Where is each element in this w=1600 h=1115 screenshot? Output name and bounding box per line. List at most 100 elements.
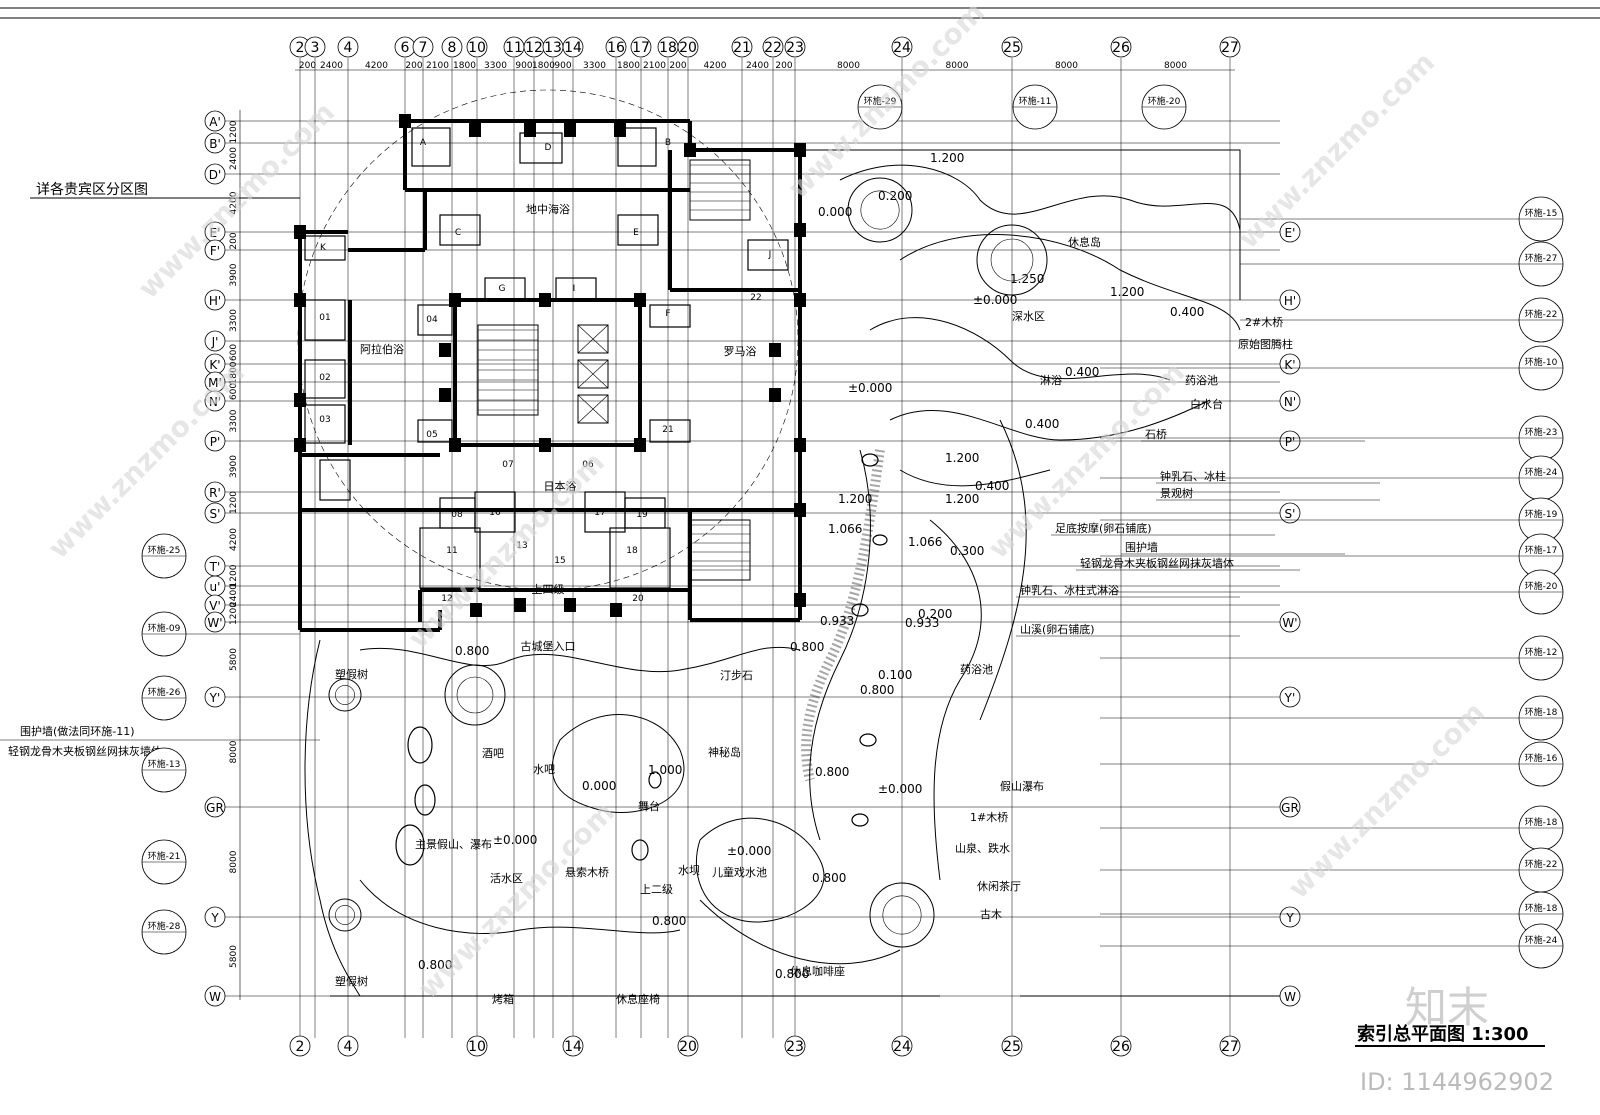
landscape-label: 石桥 (1145, 428, 1167, 441)
landscape-label: 足底按摩(卵石铺底) (1055, 521, 1152, 535)
row-axis-label-right: N' (1284, 395, 1296, 409)
room-number: 06 (582, 460, 594, 470)
dimension-label: 3300 (229, 409, 239, 432)
column-axis-label: 24 (893, 40, 911, 56)
elevation-mark: 1.200 (1110, 285, 1144, 299)
index-tag: 环施-19 (1525, 508, 1558, 520)
row-axis-label: K' (209, 358, 220, 372)
column-axis-label: 13 (544, 40, 562, 56)
column-axis-label: 17 (632, 40, 650, 56)
landscape-label: 淋浴 (1040, 374, 1062, 387)
index-tag: 环施-11 (1019, 95, 1052, 107)
row-axis-label: H' (209, 294, 221, 308)
elevation-mark: 0.000 (818, 205, 852, 219)
row-axis-label: Y (210, 911, 219, 925)
elevation-mark: 1.066 (908, 535, 942, 549)
column-axis-label: 7 (419, 40, 428, 56)
row-axis-label-right: S' (1285, 507, 1296, 521)
column-axis-bubble (441, 36, 463, 58)
room-number: B (665, 138, 671, 148)
elevation-mark: 0.800 (455, 644, 489, 658)
row-axis-label: P' (210, 435, 221, 449)
elevation-mark: 0.800 (860, 683, 894, 697)
room-number: 12 (441, 594, 452, 604)
landscape-label: 围护墙 (1125, 540, 1158, 554)
room-label: 罗马浴 (724, 345, 757, 358)
dimension-label: 2400 (746, 61, 769, 71)
landscape-label: 钟乳石、冰柱 (1160, 469, 1226, 483)
elevation-mark: ±0.000 (973, 293, 1017, 307)
elevation-mark: 0.800 (812, 871, 846, 885)
row-axis-label: T' (209, 560, 221, 574)
column-axis-label: 26 (1112, 40, 1130, 56)
row-axis-label-right: H' (1284, 294, 1296, 308)
index-tag: 环施-28 (148, 920, 181, 932)
column-axis-label-bottom: 14 (564, 1039, 582, 1055)
dimension-label: 1800 (229, 361, 239, 384)
column-axis-bubble (677, 36, 699, 58)
dimension-label: 2400 (320, 61, 343, 71)
column-axis-label: 14 (564, 40, 582, 56)
landscape-label: 水坝 (678, 863, 700, 877)
room-number: I (573, 284, 576, 294)
column-axis-bubble (304, 36, 326, 58)
room-number: C (455, 228, 461, 238)
index-tag: 环施-24 (1525, 934, 1558, 946)
elevation-mark: 0.933 (905, 616, 939, 630)
room-label: 阿拉伯浴 (360, 342, 404, 356)
landscape-label: 古木 (980, 908, 1002, 921)
landscape-label: 烤箱 (492, 992, 514, 1006)
column-axis-bubble (466, 36, 488, 58)
index-tag: 环施-29 (864, 95, 897, 107)
room-number: 20 (632, 594, 644, 604)
index-tag: 环施-27 (1525, 252, 1558, 264)
building-walls (294, 89, 806, 632)
zone-plan-subtitle: 详各贵宾区分区图 (36, 182, 148, 198)
dimension-label: 2100 (426, 61, 449, 71)
watermark: www.znzmo.com (402, 446, 611, 655)
dimension-label: 1800 (617, 61, 640, 71)
row-axis-label: M' (208, 376, 222, 390)
dimension-label: 600 (229, 344, 239, 361)
room-number: J (768, 250, 772, 260)
elevation-mark: 0.200 (918, 607, 952, 621)
column-axis-bubble (562, 36, 584, 58)
column-axis-label: 18 (659, 40, 677, 56)
room-number: 04 (426, 315, 438, 325)
row-axis-label: E' (210, 226, 221, 240)
elevation-mark: 1.000 (648, 763, 682, 777)
elevation-mark: ±0.000 (727, 844, 771, 858)
room-number: D (545, 143, 552, 153)
index-tag: 环施-16 (1525, 752, 1558, 764)
index-tag: 环施-22 (1525, 858, 1558, 870)
elevation-mark: 0.800 (775, 967, 809, 981)
room-label: 日本浴 (544, 479, 577, 493)
row-axis-label: GR (206, 801, 224, 815)
index-tag: 环施-20 (1148, 95, 1181, 107)
landscape-label: 山泉、跌水 (955, 841, 1010, 855)
elevation-mark: 0.800 (652, 914, 686, 928)
landscape-label: 水吧 (533, 763, 555, 776)
index-tag: 环施-24 (1525, 466, 1558, 478)
column-axis-bubble (412, 36, 434, 58)
id-text: ID: 1144962902 (1360, 1068, 1554, 1096)
landscape-label: 假山瀑布 (1000, 779, 1044, 793)
room-number: F (665, 309, 670, 319)
landscape-label: 儿童戏水池 (712, 865, 767, 879)
row-axis-label-right: GR (1281, 801, 1299, 815)
index-tag: 环施-18 (1525, 816, 1558, 828)
row-axis-label: F' (210, 244, 220, 258)
landscape-label: 休闲茶厅 (977, 879, 1021, 893)
index-tags: 环施-15环施-27环施-22环施-10环施-23环施-24环施-19环施-17… (0, 84, 1564, 969)
landscape-label: 休息岛 (1068, 235, 1101, 249)
dimension-label: 8000 (837, 61, 860, 71)
elevation-mark: 0.800 (418, 958, 452, 972)
elevation-mark: 1.200 (945, 492, 979, 506)
dimension-label: 1200 (229, 491, 239, 514)
landscape-label: 2#木桥 (1245, 316, 1283, 329)
row-axis-label-right: W (1284, 990, 1296, 1004)
row-axis-label: A' (209, 115, 221, 129)
dimension-label: 5800 (229, 945, 239, 968)
room-number: 17 (594, 508, 605, 518)
